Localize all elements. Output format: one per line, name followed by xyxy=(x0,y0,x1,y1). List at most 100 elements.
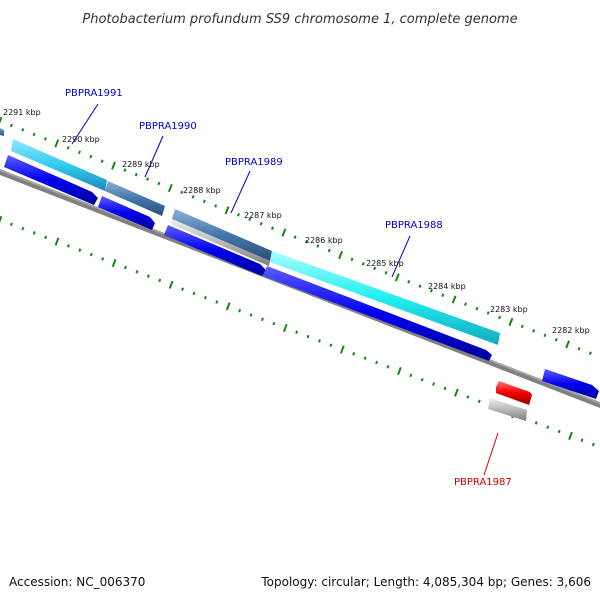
tick-mark xyxy=(202,199,206,204)
tick-mark xyxy=(543,333,547,338)
gene-feature-pbpra1991[interactable] xyxy=(11,139,107,191)
tick-label: 2285 kbp xyxy=(366,259,404,268)
tick-mark xyxy=(111,259,117,268)
tick-mark xyxy=(260,317,264,322)
tick-marks-inner xyxy=(0,215,595,447)
tick-mark xyxy=(66,244,70,248)
tick-mark xyxy=(463,302,467,306)
accession-text: Accession: NC_006370 xyxy=(9,575,145,589)
tick-label: 2283 kbp xyxy=(490,305,528,314)
tick-mark xyxy=(407,280,411,284)
gene-labels: PBPRA1991 PBPRA1990 PBPRA1989 PBPRA1988 … xyxy=(65,88,512,488)
tick-mark xyxy=(546,425,550,429)
tick-mark xyxy=(361,262,365,266)
tick-mark xyxy=(557,429,561,434)
tick-mark xyxy=(238,308,242,313)
tick-mark xyxy=(318,339,321,343)
cds-feature-next[interactable] xyxy=(542,369,599,399)
gene-label-pbpra1990[interactable]: PBPRA1990 xyxy=(139,121,197,132)
genome-summary-text: Topology: circular; Length: 4,085,304 bp… xyxy=(260,575,591,589)
tick-mark xyxy=(214,204,218,208)
cds-feature-pbpra1991[interactable] xyxy=(4,155,98,205)
tick-label: 2286 kbp xyxy=(305,236,343,245)
tick-mark xyxy=(373,266,377,271)
tick-mark xyxy=(375,360,379,365)
tick-mark xyxy=(451,295,457,304)
tick-mark xyxy=(134,172,138,177)
tick-mark xyxy=(203,295,207,300)
tick-mark xyxy=(157,181,161,186)
tick-mark xyxy=(224,206,230,215)
tick-mark xyxy=(32,132,36,137)
gene-feature-track xyxy=(0,128,500,345)
tick-mark xyxy=(568,431,573,440)
tick-mark xyxy=(591,442,595,447)
tick-mark xyxy=(180,190,184,195)
tick-mark xyxy=(43,137,47,141)
tick-mark xyxy=(475,306,479,311)
tick-mark xyxy=(66,146,70,150)
tick-label: 2287 kbp xyxy=(244,211,282,220)
tick-label: 2291 kbp xyxy=(3,108,41,117)
tick-mark xyxy=(158,278,162,283)
gene-feature-pbpra1990[interactable] xyxy=(105,181,165,216)
tick-mark xyxy=(339,345,345,354)
tick-mark xyxy=(429,288,433,293)
tick-mark xyxy=(554,338,558,342)
tick-mark xyxy=(21,226,25,231)
tick-mark xyxy=(192,291,196,296)
tick-mark xyxy=(580,438,584,442)
gene-label-pbpra1988[interactable]: PBPRA1988 xyxy=(385,220,443,231)
tick-mark xyxy=(588,351,592,355)
tick-mark xyxy=(441,293,445,297)
tick-mark xyxy=(316,244,320,248)
cds-feature-pbpra1990[interactable] xyxy=(98,196,155,230)
tick-mark xyxy=(352,352,356,356)
gene-feature-partial[interactable] xyxy=(0,128,4,136)
tick-mark xyxy=(327,248,331,253)
tick-mark xyxy=(454,388,459,397)
gene-label-pbpra1989[interactable]: PBPRA1989 xyxy=(225,157,283,168)
tick-mark xyxy=(191,195,195,199)
tick-mark xyxy=(420,377,424,382)
tick-mark xyxy=(0,116,3,124)
gene-feature-pbpra1988[interactable] xyxy=(270,251,500,345)
tick-mark xyxy=(409,373,413,378)
gene-label-pbpra1991[interactable]: PBPRA1991 xyxy=(65,88,123,99)
tick-mark xyxy=(394,273,400,282)
tick-mark xyxy=(306,334,310,339)
cds-feature-track xyxy=(4,155,599,399)
tick-mark xyxy=(54,139,60,148)
tick-mark xyxy=(281,228,287,237)
tick-mark xyxy=(123,168,127,172)
cds-feature-pbpra1987[interactable] xyxy=(496,381,532,405)
tick-mark xyxy=(508,317,514,327)
tick-mark xyxy=(181,287,185,291)
tick-mark xyxy=(305,239,309,244)
map-title: Photobacterium profundum SS9 chromosome … xyxy=(82,12,517,27)
tick-label: 2284 kbp xyxy=(428,282,466,291)
gene-label-pbpra1987[interactable]: PBPRA1987 xyxy=(454,477,512,488)
tick-mark xyxy=(486,311,490,315)
tick-mark xyxy=(168,280,174,289)
tick-mark xyxy=(77,150,81,155)
tick-mark xyxy=(418,284,422,288)
cds-feature-pbpra1988[interactable] xyxy=(263,266,492,361)
gene-feature-pbpra1987[interactable] xyxy=(488,398,527,421)
tick-mark xyxy=(32,231,36,235)
tick-mark xyxy=(89,252,93,257)
tick-mark xyxy=(282,323,288,333)
tick-mark xyxy=(270,226,274,230)
tick-mark xyxy=(384,271,388,275)
tick-mark xyxy=(135,270,139,274)
cds-feature-pbpra1989[interactable] xyxy=(164,225,266,276)
gene-feature-pbpra1989[interactable] xyxy=(172,209,272,261)
tick-mark xyxy=(259,221,263,226)
tick-mark xyxy=(532,329,536,333)
tick-mark xyxy=(565,340,571,349)
tick-mark xyxy=(249,313,253,317)
tick-mark xyxy=(146,274,150,278)
tick-mark xyxy=(236,213,240,217)
gene-feature-pbpra1989-lower[interactable] xyxy=(171,219,270,266)
